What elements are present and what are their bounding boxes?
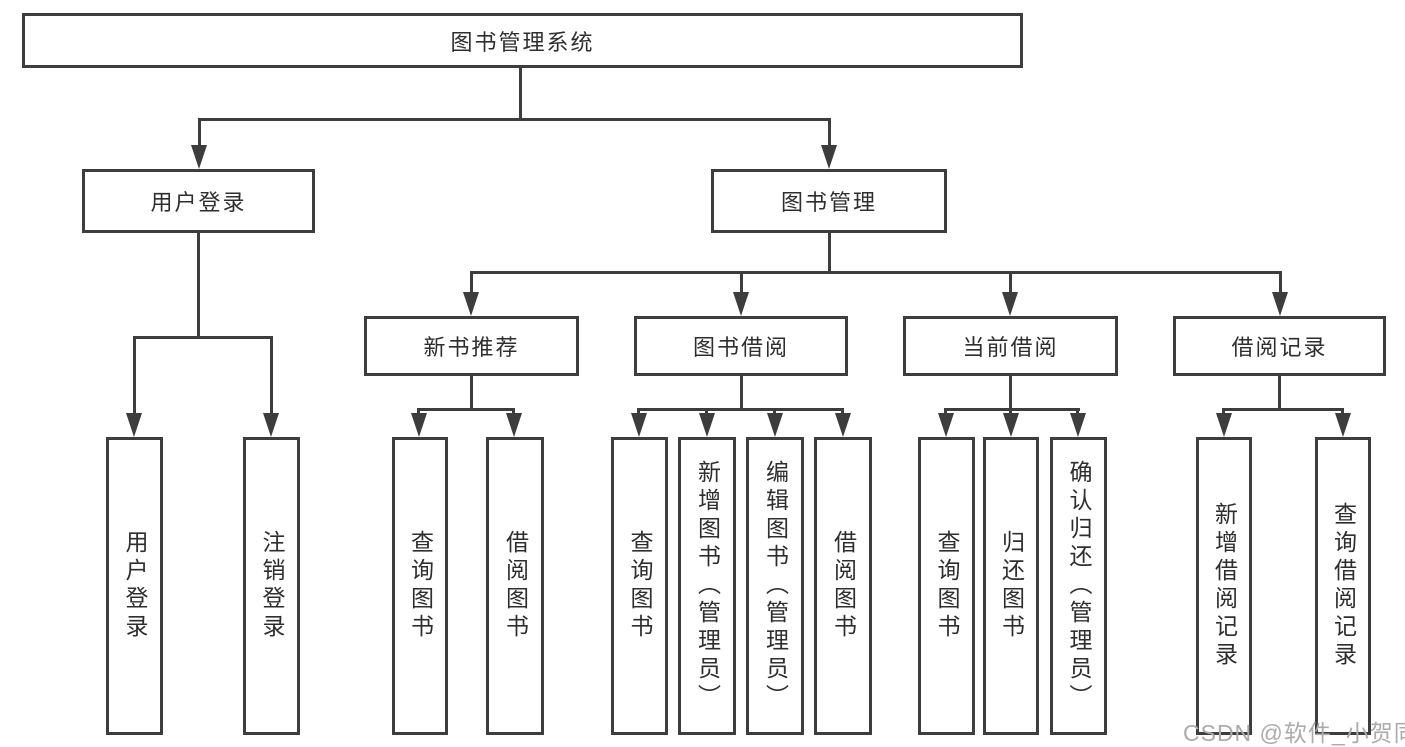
arrow-down-icon — [938, 413, 954, 437]
connector-level3-rail — [470, 271, 1282, 274]
node-current-borrow: 当前借阅 — [903, 316, 1118, 376]
arrow-down-icon — [835, 413, 851, 437]
connector-group-rail — [638, 408, 844, 411]
connector-group-rail — [418, 408, 515, 411]
node-borrow-records: 借阅记录 — [1173, 316, 1386, 376]
connector-user-login-stem — [198, 118, 201, 148]
connector-leaf-stem — [133, 336, 136, 416]
arrow-down-icon — [1335, 413, 1351, 437]
leaf-query-books: 查询图书 — [392, 437, 448, 735]
node-root: 图书管理系统 — [22, 13, 1023, 68]
watermark: CSDN @软件_小贺同学 — [1183, 720, 1405, 746]
node-user-login: 用户登录 — [82, 169, 315, 233]
connector-leaf-stem — [1341, 408, 1344, 416]
connector-root-stem — [519, 68, 522, 121]
connector-group-down — [1009, 376, 1012, 411]
connector-book-mgmt-down — [828, 233, 831, 274]
connector-leaf-stem — [417, 408, 420, 416]
connector-level2-rail — [198, 118, 831, 121]
arrow-down-icon — [1003, 413, 1019, 437]
leaf-edit-books-admin: 编辑图书（管理员） — [746, 437, 804, 735]
arrow-down-icon — [263, 413, 279, 437]
connector-leaf-stem — [1076, 408, 1079, 416]
leaf-logout: 注销登录 — [243, 437, 300, 735]
arrow-down-icon — [463, 292, 479, 316]
connector-group-rail — [944, 408, 1080, 411]
arrow-down-icon — [733, 292, 749, 316]
connector-leaf-stem — [841, 408, 844, 416]
arrow-down-icon — [767, 413, 783, 437]
connector-leaf-stem — [1279, 271, 1282, 294]
leaf-add-borrow-record: 新增借阅记录 — [1196, 437, 1252, 735]
connector-leaf-stem — [270, 336, 273, 416]
leaf-query-books: 查询图书 — [918, 437, 975, 735]
leaf-confirm-return-admin: 确认归还（管理员） — [1050, 437, 1107, 735]
connector-leaf-stem — [1009, 271, 1012, 294]
arrow-down-icon — [699, 413, 715, 437]
node-new-book-recommend: 新书推荐 — [364, 316, 579, 376]
leaf-user-login: 用户登录 — [106, 437, 163, 735]
arrow-down-icon — [191, 145, 207, 169]
arrow-down-icon — [411, 413, 427, 437]
connector-leaf-stem — [512, 408, 515, 416]
arrow-down-icon — [631, 413, 647, 437]
arrow-down-icon — [126, 413, 142, 437]
connector-user-login-rail — [133, 336, 273, 339]
connector-leaf-stem — [1222, 408, 1225, 416]
connector-user-login-down — [197, 233, 200, 339]
arrow-down-icon — [506, 413, 522, 437]
leaf-query-borrow-record: 查询借阅记录 — [1315, 437, 1371, 735]
leaf-query-books: 查询图书 — [611, 437, 668, 735]
arrow-down-icon — [1002, 292, 1018, 316]
connector-leaf-stem — [944, 408, 947, 416]
connector-leaf-stem — [705, 408, 708, 416]
connector-group-down — [470, 376, 473, 411]
connector-leaf-stem — [740, 271, 743, 294]
leaf-borrow-books: 借阅图书 — [814, 437, 872, 735]
connector-group-down — [1278, 376, 1281, 411]
leaf-borrow-books: 借阅图书 — [486, 437, 544, 735]
connector-leaf-stem — [637, 408, 640, 416]
arrow-down-icon — [821, 145, 837, 169]
connector-book-mgmt-stem — [828, 118, 831, 148]
arrow-down-icon — [1216, 413, 1232, 437]
leaf-add-books-admin: 新增图书（管理员） — [678, 437, 736, 735]
node-book-borrow: 图书借阅 — [634, 316, 848, 376]
connector-leaf-stem — [773, 408, 776, 416]
node-book-management: 图书管理 — [711, 169, 947, 233]
connector-leaf-stem — [1009, 408, 1012, 416]
arrow-down-icon — [1070, 413, 1086, 437]
connector-group-down — [740, 376, 743, 411]
leaf-return-books: 归还图书 — [983, 437, 1039, 735]
connector-leaf-stem — [470, 271, 473, 294]
connector-group-rail — [1222, 408, 1344, 411]
arrow-down-icon — [1272, 292, 1288, 316]
